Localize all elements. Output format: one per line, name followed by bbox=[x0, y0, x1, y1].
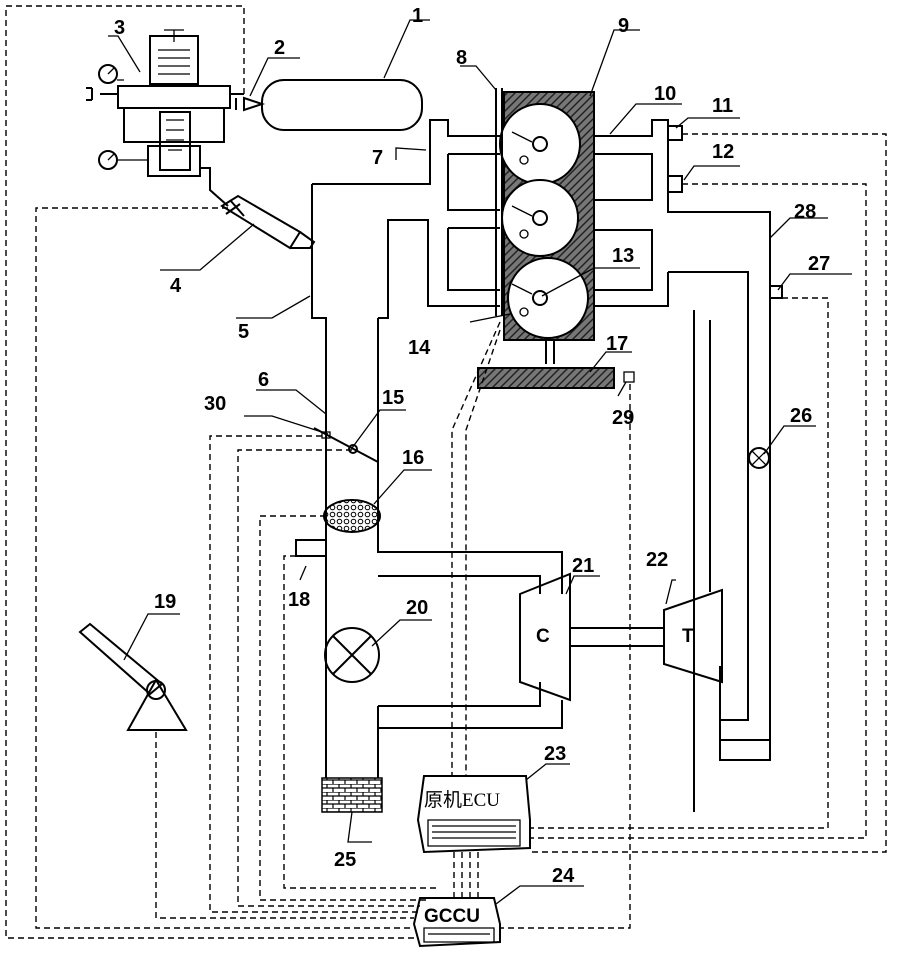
air-filter bbox=[322, 778, 382, 812]
callout-23: 23 bbox=[544, 743, 566, 765]
callout-17: 17 bbox=[606, 333, 628, 355]
callout-6: 6 bbox=[258, 369, 269, 391]
flywheel bbox=[478, 368, 614, 388]
tank-valve bbox=[236, 98, 262, 110]
gas-tank bbox=[262, 80, 422, 130]
callout-27: 27 bbox=[808, 253, 830, 275]
accelerator-pedal bbox=[80, 624, 186, 730]
speed-sensor bbox=[624, 372, 634, 382]
throttle-valve bbox=[325, 628, 379, 682]
callout-7: 7 bbox=[372, 147, 383, 169]
gas-control-unit-label: GCCU bbox=[424, 906, 480, 927]
callout-21: 21 bbox=[572, 555, 594, 577]
callout-9: 9 bbox=[618, 15, 629, 37]
callout-11: 11 bbox=[712, 95, 733, 117]
leader-lines bbox=[108, 20, 852, 904]
callout-16: 16 bbox=[402, 447, 424, 469]
callout-15: 15 bbox=[382, 387, 404, 409]
callout-30: 30 bbox=[204, 393, 226, 415]
compressor-label: C bbox=[536, 626, 550, 647]
callout-12: 12 bbox=[712, 141, 734, 163]
pressure-regulator bbox=[86, 30, 244, 206]
callout-26: 26 bbox=[790, 405, 812, 427]
callout-5: 5 bbox=[238, 321, 249, 343]
callout-2: 2 bbox=[274, 37, 285, 59]
callout-29: 29 bbox=[612, 407, 634, 429]
gas-control-unit: GCCU bbox=[414, 898, 500, 946]
callout-25: 25 bbox=[334, 849, 356, 871]
mesh-filter bbox=[324, 500, 380, 532]
exhaust-sensor-12 bbox=[668, 176, 682, 192]
callout-24: 24 bbox=[552, 865, 575, 887]
callout-8: 8 bbox=[456, 47, 467, 69]
callout-20: 20 bbox=[406, 597, 428, 619]
callout-13: 13 bbox=[612, 245, 634, 267]
exhaust-sensor-11 bbox=[668, 126, 682, 140]
turbine-label: T bbox=[682, 626, 694, 647]
callout-numbers: 1 2 3 4 5 6 7 8 9 10 11 12 13 14 15 16 1… bbox=[114, 5, 830, 887]
crankshaft bbox=[546, 340, 554, 364]
callout-28: 28 bbox=[794, 201, 816, 223]
callout-3: 3 bbox=[114, 17, 125, 39]
callout-22: 22 bbox=[646, 549, 668, 571]
callout-4: 4 bbox=[170, 275, 182, 297]
callout-19: 19 bbox=[154, 591, 176, 613]
original-ecu-label: 原机ECU bbox=[424, 789, 500, 811]
callout-1: 1 bbox=[412, 5, 423, 27]
callout-18: 18 bbox=[288, 589, 310, 611]
original-ecu: 原机ECU bbox=[418, 776, 530, 852]
fuel-rail bbox=[496, 88, 502, 316]
cylinders bbox=[500, 104, 588, 338]
callout-10: 10 bbox=[654, 83, 676, 105]
intake-sensor bbox=[296, 540, 326, 556]
callout-14: 14 bbox=[408, 337, 431, 359]
